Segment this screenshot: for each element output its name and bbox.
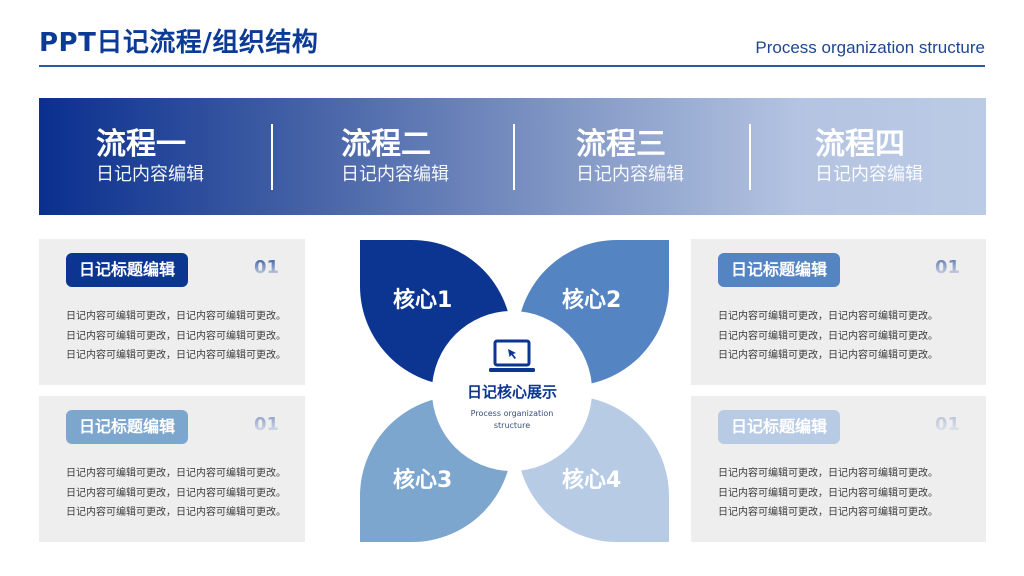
- card-line: 日记内容可编辑可更改，日记内容可编辑可更改。: [66, 330, 286, 342]
- card-line: 日记内容可编辑可更改，日记内容可编辑可更改。: [66, 487, 286, 499]
- petal-label: 核心4: [562, 468, 622, 493]
- page-title: PPT日记流程/组织结构: [39, 28, 319, 58]
- card-line: 日记内容可编辑可更改，日记内容可编辑可更改。: [66, 468, 286, 479]
- process-step-1: 流程一 日记内容编辑: [96, 98, 333, 215]
- step-divider: [271, 124, 273, 190]
- card-line: 日记内容可编辑可更改，日记内容可编辑可更改。: [66, 350, 286, 361]
- process-step-4: 流程四 日记内容编辑: [815, 98, 1024, 215]
- step-divider: [749, 124, 751, 190]
- card-body: 日记内容可编辑可更改，日记内容可编辑可更改。 日记内容可编辑可更改，日记内容可编…: [718, 307, 963, 366]
- card-line: 日记内容可编辑可更改，日记内容可编辑可更改。: [718, 350, 938, 361]
- info-card-3: 日记标题编辑 01 日记内容可编辑可更改，日记内容可编辑可更改。 日记内容可编辑…: [691, 239, 986, 385]
- info-card-4: 日记标题编辑 01 日记内容可编辑可更改，日记内容可编辑可更改。 日记内容可编辑…: [691, 396, 986, 542]
- card-line: 日记内容可编辑可更改，日记内容可编辑可更改。: [718, 507, 938, 518]
- step-name: 流程二: [341, 126, 431, 162]
- step-desc: 日记内容编辑: [96, 163, 204, 185]
- process-banner: 流程一 日记内容编辑 流程二 日记内容编辑 流程三 日记内容编辑 流程四 日记内…: [39, 98, 986, 215]
- process-step-2: 流程二 日记内容编辑: [341, 98, 578, 215]
- petal-label: 核心1: [393, 288, 453, 313]
- card-title-tag: 日记标题编辑: [718, 253, 841, 287]
- process-step-3: 流程三 日记内容编辑: [576, 98, 813, 215]
- step-name: 流程一: [96, 126, 186, 162]
- card-body: 日记内容可编辑可更改，日记内容可编辑可更改。 日记内容可编辑可更改，日记内容可编…: [66, 307, 311, 366]
- card-number: 01: [253, 257, 279, 278]
- petal-label: 核心2: [562, 288, 622, 313]
- hub-title: 日记核心展示: [466, 383, 557, 401]
- info-card-1: 日记标题编辑 01 日记内容可编辑可更改，日记内容可编辑可更改。 日记内容可编辑…: [39, 239, 305, 385]
- card-title-tag: 日记标题编辑: [66, 410, 189, 444]
- card-number: 01: [934, 414, 960, 435]
- step-name: 流程四: [815, 126, 905, 162]
- page-subtitle: Process organization structure: [755, 38, 985, 57]
- step-desc: 日记内容编辑: [341, 163, 449, 185]
- card-title-tag: 日记标题编辑: [66, 253, 189, 287]
- hub-subtitle: Process organization structure: [470, 409, 554, 430]
- card-body: 日记内容可编辑可更改，日记内容可编辑可更改。 日记内容可编辑可更改，日记内容可编…: [718, 464, 963, 523]
- core-hub: 日记核心展示 Process organization structure: [432, 311, 592, 471]
- laptop-cursor-icon: [489, 339, 535, 372]
- card-number: 01: [253, 414, 279, 435]
- petal-label: 核心3: [393, 468, 453, 493]
- step-desc: 日记内容编辑: [815, 163, 923, 185]
- card-title-tag: 日记标题编辑: [718, 410, 841, 444]
- card-line: 日记内容可编辑可更改，日记内容可编辑可更改。: [718, 468, 938, 479]
- card-line: 日记内容可编辑可更改，日记内容可编辑可更改。: [66, 507, 286, 518]
- card-line: 日记内容可编辑可更改，日记内容可编辑可更改。: [718, 311, 938, 322]
- card-line: 日记内容可编辑可更改，日记内容可编辑可更改。: [718, 487, 938, 499]
- card-body: 日记内容可编辑可更改，日记内容可编辑可更改。 日记内容可编辑可更改，日记内容可编…: [66, 464, 311, 523]
- step-name: 流程三: [576, 126, 666, 162]
- card-line: 日记内容可编辑可更改，日记内容可编辑可更改。: [66, 311, 286, 322]
- title-divider: [39, 65, 985, 67]
- info-card-2: 日记标题编辑 01 日记内容可编辑可更改，日记内容可编辑可更改。 日记内容可编辑…: [39, 396, 305, 542]
- card-number: 01: [934, 257, 960, 278]
- step-desc: 日记内容编辑: [576, 163, 684, 185]
- step-divider: [513, 124, 515, 190]
- card-line: 日记内容可编辑可更改，日记内容可编辑可更改。: [718, 330, 938, 342]
